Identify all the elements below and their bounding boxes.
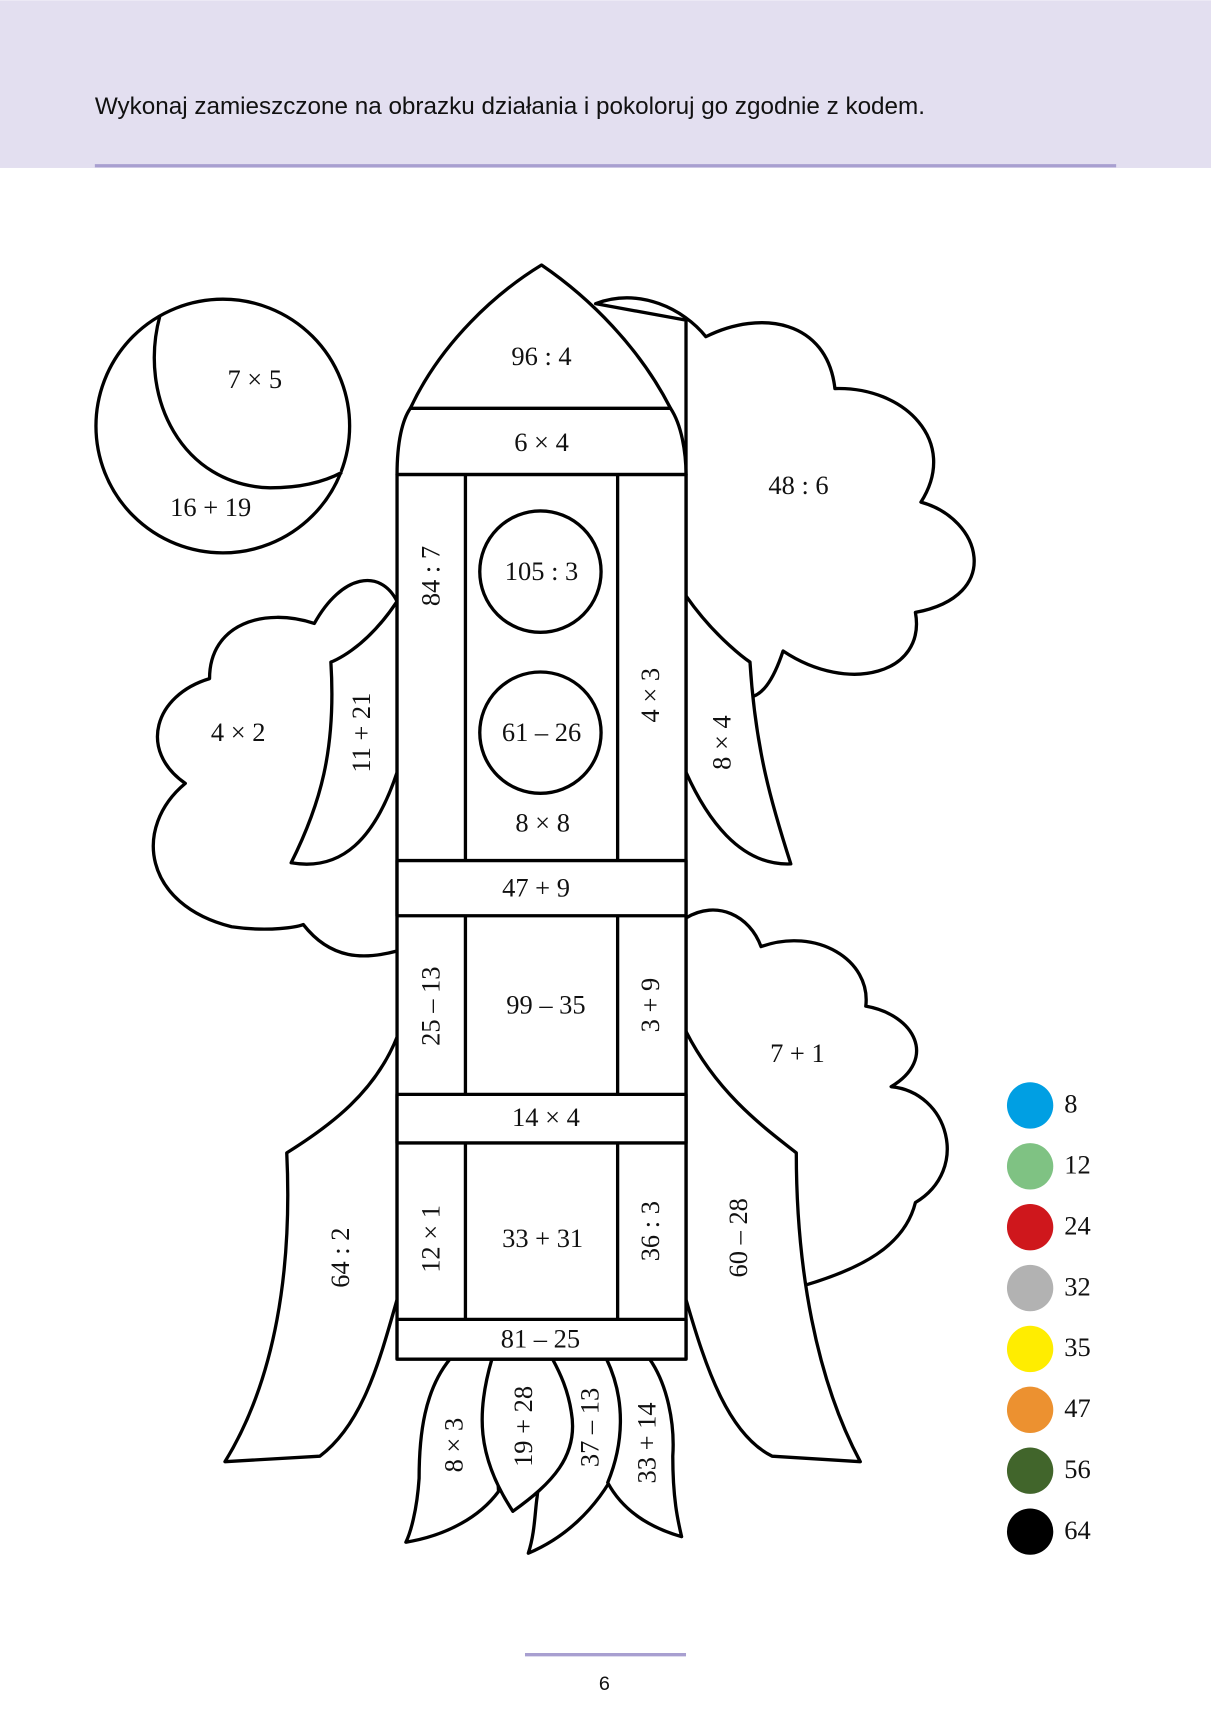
wing-left-upper[interactable] <box>289 599 399 866</box>
color-legend: 8 12 24 32 35 47 56 64 <box>1006 1082 1091 1555</box>
rocket-band-bottom[interactable] <box>395 1317 688 1361</box>
flame-1[interactable] <box>404 1357 501 1544</box>
moon-crescent-line <box>152 315 343 490</box>
right-strip-top-expression: 4 × 3 <box>635 668 665 723</box>
rocket-band-lower[interactable] <box>395 1092 688 1145</box>
flame-2[interactable] <box>480 1357 575 1513</box>
wing-left-upper-expression: 11 + 21 <box>346 693 376 773</box>
nose-expression: 96 : 4 <box>511 341 571 371</box>
header-band <box>0 0 1211 168</box>
right-strip-low-expression: 36 : 3 <box>635 1201 665 1261</box>
band-bottom-expression: 81 – 25 <box>501 1324 580 1354</box>
cloud-right-top-expression: 48 : 6 <box>768 470 828 500</box>
window-bottom-expression: 61 – 26 <box>502 717 581 747</box>
legend-swatch <box>1006 1204 1054 1251</box>
legend-swatch <box>1006 1508 1054 1555</box>
moon: 7 × 5 16 + 19 <box>94 297 352 555</box>
band-lower-expression: 14 × 4 <box>512 1102 580 1132</box>
moon-rest-expression: 16 + 19 <box>170 492 251 522</box>
center-top-expression: 8 × 8 <box>515 807 570 837</box>
left-strip-top-expression: 84 : 7 <box>416 546 446 606</box>
legend-value: 35 <box>1064 1332 1090 1362</box>
legend-swatch <box>1006 1325 1054 1373</box>
wing-right-lower-expression: 60 – 28 <box>723 1198 753 1277</box>
cloud-right-bottom-expression: 7 + 1 <box>770 1038 825 1068</box>
legend-value: 32 <box>1064 1271 1090 1301</box>
legend-swatch <box>1006 1082 1054 1129</box>
left-strip-low-expression: 12 × 1 <box>416 1205 446 1273</box>
flame-4-expression: 33 + 14 <box>632 1402 662 1483</box>
legend-swatch <box>1006 1264 1054 1312</box>
center-low-expression: 33 + 31 <box>502 1223 583 1253</box>
rocket-band-top[interactable] <box>395 406 688 477</box>
wing-right-upper[interactable] <box>684 594 793 866</box>
legend-value: 56 <box>1064 1454 1090 1484</box>
legend-swatch <box>1006 1143 1054 1190</box>
rocket-band-mid[interactable] <box>395 858 688 918</box>
legend-value: 8 <box>1064 1089 1077 1119</box>
wing-left-lower[interactable] <box>223 1035 399 1464</box>
flame-2-expression: 19 + 28 <box>508 1386 538 1467</box>
legend-swatch <box>1006 1386 1054 1434</box>
cloud-right-top[interactable] <box>593 296 976 700</box>
rocket: 96 : 4 6 × 4 84 : 7 105 : 3 61 – 26 8 × … <box>395 263 688 1361</box>
flame-3-expression: 37 – 13 <box>574 1388 604 1467</box>
legend-swatch <box>1006 1447 1054 1494</box>
rocket-nose[interactable] <box>408 263 673 411</box>
cloud-left-expression: 4 × 2 <box>211 717 266 747</box>
wing-right-upper-expression: 8 × 4 <box>707 715 737 770</box>
left-strip-mid-expression: 25 – 13 <box>416 966 446 1045</box>
legend-value: 47 <box>1064 1393 1090 1423</box>
flame-1-expression: 8 × 3 <box>439 1418 469 1473</box>
center-mid-expression: 99 – 35 <box>506 989 585 1019</box>
right-strip-mid-expression: 3 + 9 <box>635 978 665 1033</box>
wing-right-lower[interactable] <box>684 1029 862 1464</box>
band-mid-expression: 47 + 9 <box>502 872 570 902</box>
page-number: 6 <box>599 1673 610 1695</box>
legend-value: 24 <box>1064 1210 1090 1240</box>
moon-crescent-expression: 7 × 5 <box>227 364 282 394</box>
legend-value: 12 <box>1064 1149 1090 1179</box>
wing-left-lower-expression: 64 : 2 <box>325 1228 355 1288</box>
flame-4[interactable] <box>604 1357 684 1539</box>
window-bottom[interactable] <box>478 670 603 795</box>
window-top-expression: 105 : 3 <box>505 556 578 586</box>
instruction-text: Wykonaj zamieszczone na obrazku działani… <box>95 93 925 120</box>
band-top-expression: 6 × 4 <box>514 427 569 457</box>
window-top[interactable] <box>478 509 603 634</box>
legend-value: 64 <box>1064 1515 1090 1545</box>
